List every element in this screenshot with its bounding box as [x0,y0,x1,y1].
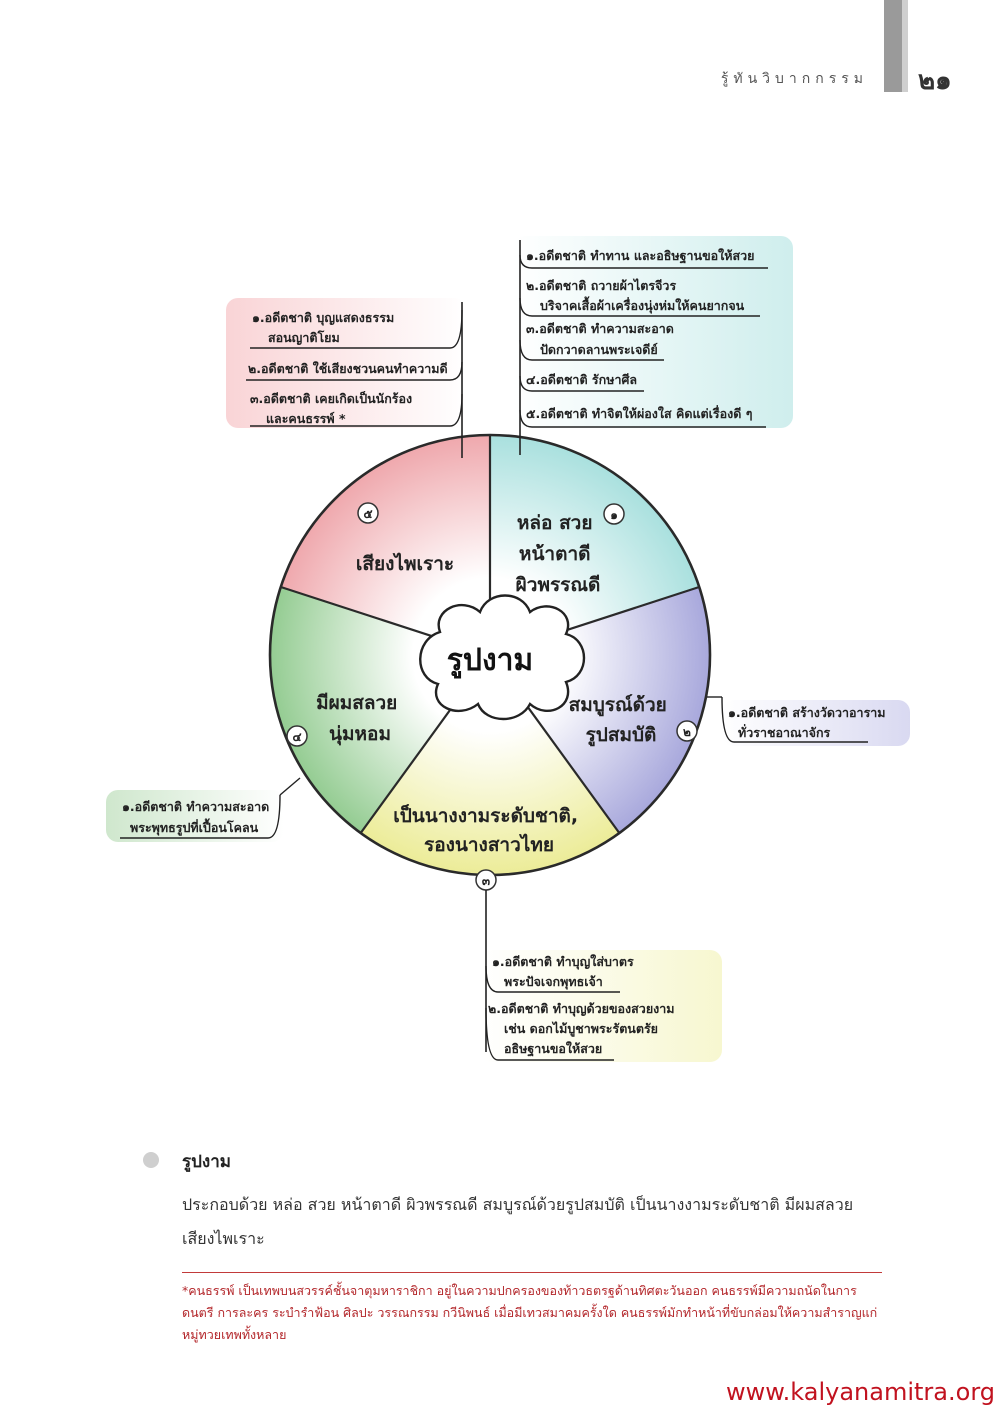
branch-4-item-1: ๑.อดีตชาติ ทำความสะอาด พระพุทธรูปที่เปื้… [122,799,274,836]
section-body: ประกอบด้วย หล่อ สวย หน้าตาดี ผิวพรรณดี ส… [182,1195,854,1248]
branch-2-item-1: ๑.อดีตชาติ สร้างวัดวาอาราม ทั่วราชอาณาจั… [728,705,890,740]
center-cloud: รูปงาม [419,594,586,721]
number-badge-1: ๑ [603,503,625,525]
branch-1-item-5: ๕.อดีตชาติ ทำจิตให้ผ่องใส คิดแต่เรื่องดี… [526,405,753,421]
segment-2-label: สมบูรณ์ด้วย รูปสมบัติ [569,694,674,747]
footnote: *คนธรรพ์ เป็นเทพบนสวรรค์ชั้นจาตุมหาราชิก… [182,1283,878,1342]
branch-5-item-1: ๑.อดีตชาติ บุญแสดงธรรม สอนญาติโยม [252,310,399,345]
branch-3-item-1: ๑.อดีตชาติ ทำบุญใส่บาตร พระปัจเจกพุทธเจ้… [492,954,638,990]
segment-3-label: เป็นนางงามระดับชาติ, รองนางสาวไทย [393,803,585,856]
header-bar-light [902,0,908,92]
number-badge-5: ๕ [357,502,379,524]
wedge-3 [360,655,620,876]
branch-5-causes: ๑.อดีตชาติ บุญแสดงธรรม สอนญาติโยม ๒.อดีต… [226,298,466,458]
branch-3-item-2: ๒.อดีตชาติ ทำบุญด้วยของสวยงาม เช่น ดอกไม… [488,1001,679,1057]
branch-5-item-2: ๒.อดีตชาติ ใช้เสียงชวนคนทำความดี [248,361,448,376]
segment-labels: หล่อ สวย หน้าตาดี ผิวพรรณดี สมบูรณ์ด้วย … [316,512,674,856]
segment-1-label: หล่อ สวย หน้าตาดี ผิวพรรณดี [516,512,601,596]
wedge-1 [490,435,700,655]
website-link[interactable]: www.kalyanamitra.org [725,1378,995,1406]
svg-text:๑: ๑ [610,508,618,522]
number-badge-3: ๓ [475,869,497,891]
number-badge-4: ๔ [286,725,308,747]
segment-4-label: มีผมสลวย นุ่มหอม [316,692,404,746]
svg-text:๔: ๔ [292,730,301,744]
page-number: ๒๑ [918,66,952,96]
section-bullet [143,1152,159,1168]
segment-5-label: เสียงไพเราะ [356,552,454,575]
branch-1-item-2: ๒.อดีตชาติ ถวายผ้าไตรจีวร บริจาคเสื้อผ้า… [526,278,745,314]
branch-1-causes: ๑.อดีตชาติ ทำทาน และอธิษฐานขอให้สวย ๒.อด… [513,236,793,455]
mind-map-diagram: รูปงาม หล่อ สวย หน้าตาดี ผิวพรรณดี สมบูร… [106,236,910,1062]
branch-1-item-3: ๓.อดีตชาติ ทำความสะอาด ปัดกวาดลานพระเจดี… [526,321,678,357]
footnote-divider [182,1272,882,1273]
number-badge-2: ๒ [676,720,698,742]
svg-text:๓: ๓ [482,874,490,888]
wedge-5 [280,435,490,655]
branch-5-item-3: ๓.อดีตชาติ เคยเกิดเป็นนักร้อง และคนธรรพ์… [250,391,416,426]
svg-text:๕: ๕ [363,507,372,521]
section-title: รูปงาม [182,1152,231,1172]
center-label: รูปงาม [447,643,533,679]
branch-1-item-4: ๔.อดีตชาติ รักษาศีล [526,372,637,387]
branch-3-causes: ๑.อดีตชาติ ทำบุญใส่บาตร พระปัจเจกพุทธเจ้… [480,890,722,1062]
branch-4-causes: ๑.อดีตชาติ ทำความสะอาด พระพุทธรูปที่เปื้… [106,777,301,842]
running-header-title: รู้ทันวิบากกรรม [720,71,868,87]
header-bar-dark [884,0,902,92]
svg-text:๒: ๒ [683,725,691,739]
branch-2-causes: ๑.อดีตชาติ สร้างวัดวาอาราม ทั่วราชอาณาจั… [707,696,910,746]
branch-1-item-1: ๑.อดีตชาติ ทำทาน และอธิษฐานขอให้สวย [526,248,754,264]
